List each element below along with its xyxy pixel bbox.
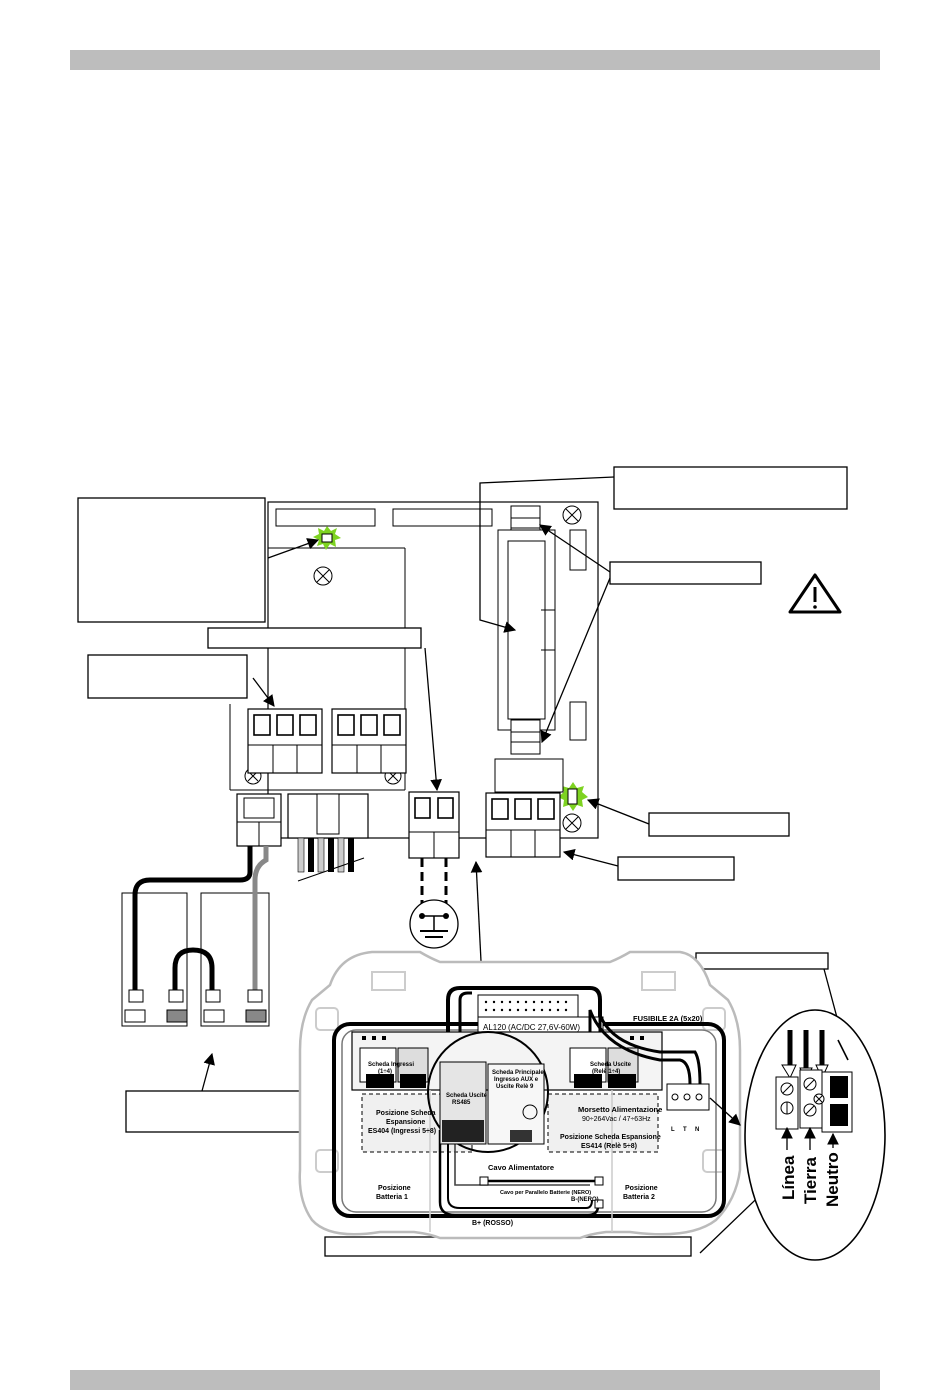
callout-boxes [77, 466, 848, 1257]
led-status-indicator [558, 782, 588, 811]
footer-bar [70, 1370, 880, 1390]
psu-board [229, 501, 599, 949]
ribbon-connector [287, 793, 369, 882]
callout-box-earth [207, 627, 422, 649]
battery2-label-2: Batteria 2 [623, 1194, 655, 1201]
power-cable-label: Cavo Alimentatore [488, 1163, 554, 1172]
parallel-cable-label: Cavo per Parallelo Batterie (NERO) [500, 1190, 591, 1196]
rs485-label-1: Scheda Uscite [446, 1093, 488, 1099]
fuse-label: FUSIBILE 2A (5x20) [633, 1014, 703, 1023]
mains-terminal-detail: Línea Tierra Neutro [744, 1009, 886, 1261]
flat-connector [494, 505, 587, 793]
earth-label: Tierra [801, 1157, 820, 1204]
led-power-indicator [313, 526, 341, 550]
al120-spec: (AC/DC 27,6V-60W) [508, 1023, 580, 1032]
board-inputs-label-2: (1÷4) [378, 1069, 392, 1075]
exp-left-label-2: Espansione [386, 1119, 425, 1126]
callout-box-terminals-left [87, 654, 248, 699]
terminal-pin-l: L [671, 1127, 675, 1133]
b-plus-label: B+ (ROSSO) [472, 1220, 513, 1227]
battery2-label-1: Posizione [625, 1185, 658, 1192]
callout-box-enclosure [324, 1236, 692, 1257]
terminal-pin-t: T [683, 1127, 687, 1133]
battery-pair [121, 846, 270, 1027]
exp-left-label-1: Posizione Scheda [376, 1110, 436, 1117]
main-board-label-2: Ingresso AUX e [494, 1077, 539, 1083]
neutral-label: Neutro [823, 1152, 842, 1207]
terminal-label-1: Morsetto Alimentazione [578, 1105, 662, 1114]
enclosure [298, 950, 742, 1240]
al120-label: AL120 [483, 1023, 507, 1032]
battery1-label-2: Batteria 1 [376, 1194, 408, 1201]
main-board-label-3: Uscite Relè 9 [496, 1084, 534, 1090]
battery-connector [236, 793, 282, 847]
exp-right-label-2: ES414 (Relè 5÷8) [581, 1143, 637, 1150]
callout-box-batteries [125, 1090, 315, 1133]
terminal-label-2: 90÷264Vac / 47÷63Hz [582, 1116, 651, 1123]
callout-box-led-top [77, 497, 266, 623]
screw-icon [562, 505, 582, 525]
rs485-label-2: RS485 [452, 1100, 471, 1106]
board-outputs-label-1: Scheda Uscite [590, 1062, 632, 1068]
board-outputs-label-2: (Relè 1÷4) [592, 1069, 620, 1075]
terminal-block [331, 708, 407, 774]
callout-box-flat-cable [609, 561, 762, 585]
terminal-block [247, 708, 323, 774]
callout-box-led-right [648, 812, 790, 837]
battery1-label-1: Posizione [378, 1185, 411, 1192]
exp-right-label-1: Posizione Scheda Espansione [560, 1134, 661, 1141]
callout-box-terminal-right [617, 856, 735, 881]
warning-icon [788, 573, 842, 614]
b-minus-label: B-(NERO) [571, 1197, 599, 1203]
screw-icon [313, 566, 333, 586]
callout-box-mains [695, 952, 829, 970]
line-label: Línea [779, 1155, 798, 1200]
zoom-arrow [709, 1097, 741, 1126]
earth-terminal [408, 791, 460, 859]
terminal-block [485, 792, 561, 858]
terminal-pin-n: N [695, 1127, 699, 1133]
main-board-label-1: Scheda Principale [492, 1070, 544, 1076]
earth-symbol [409, 858, 459, 949]
board-inputs-label-1: Scheda Ingressi [368, 1062, 414, 1068]
exp-left-label-3: ES404 (Ingressi 5÷8) [368, 1128, 436, 1135]
screw-icon [562, 813, 582, 833]
header-bar [70, 50, 880, 70]
callout-box-connector [613, 466, 848, 510]
pcb-labels: AL120 (AC/DC 27,6V-60W) FUSIBILE 2A (5x2… [368, 1014, 703, 1227]
